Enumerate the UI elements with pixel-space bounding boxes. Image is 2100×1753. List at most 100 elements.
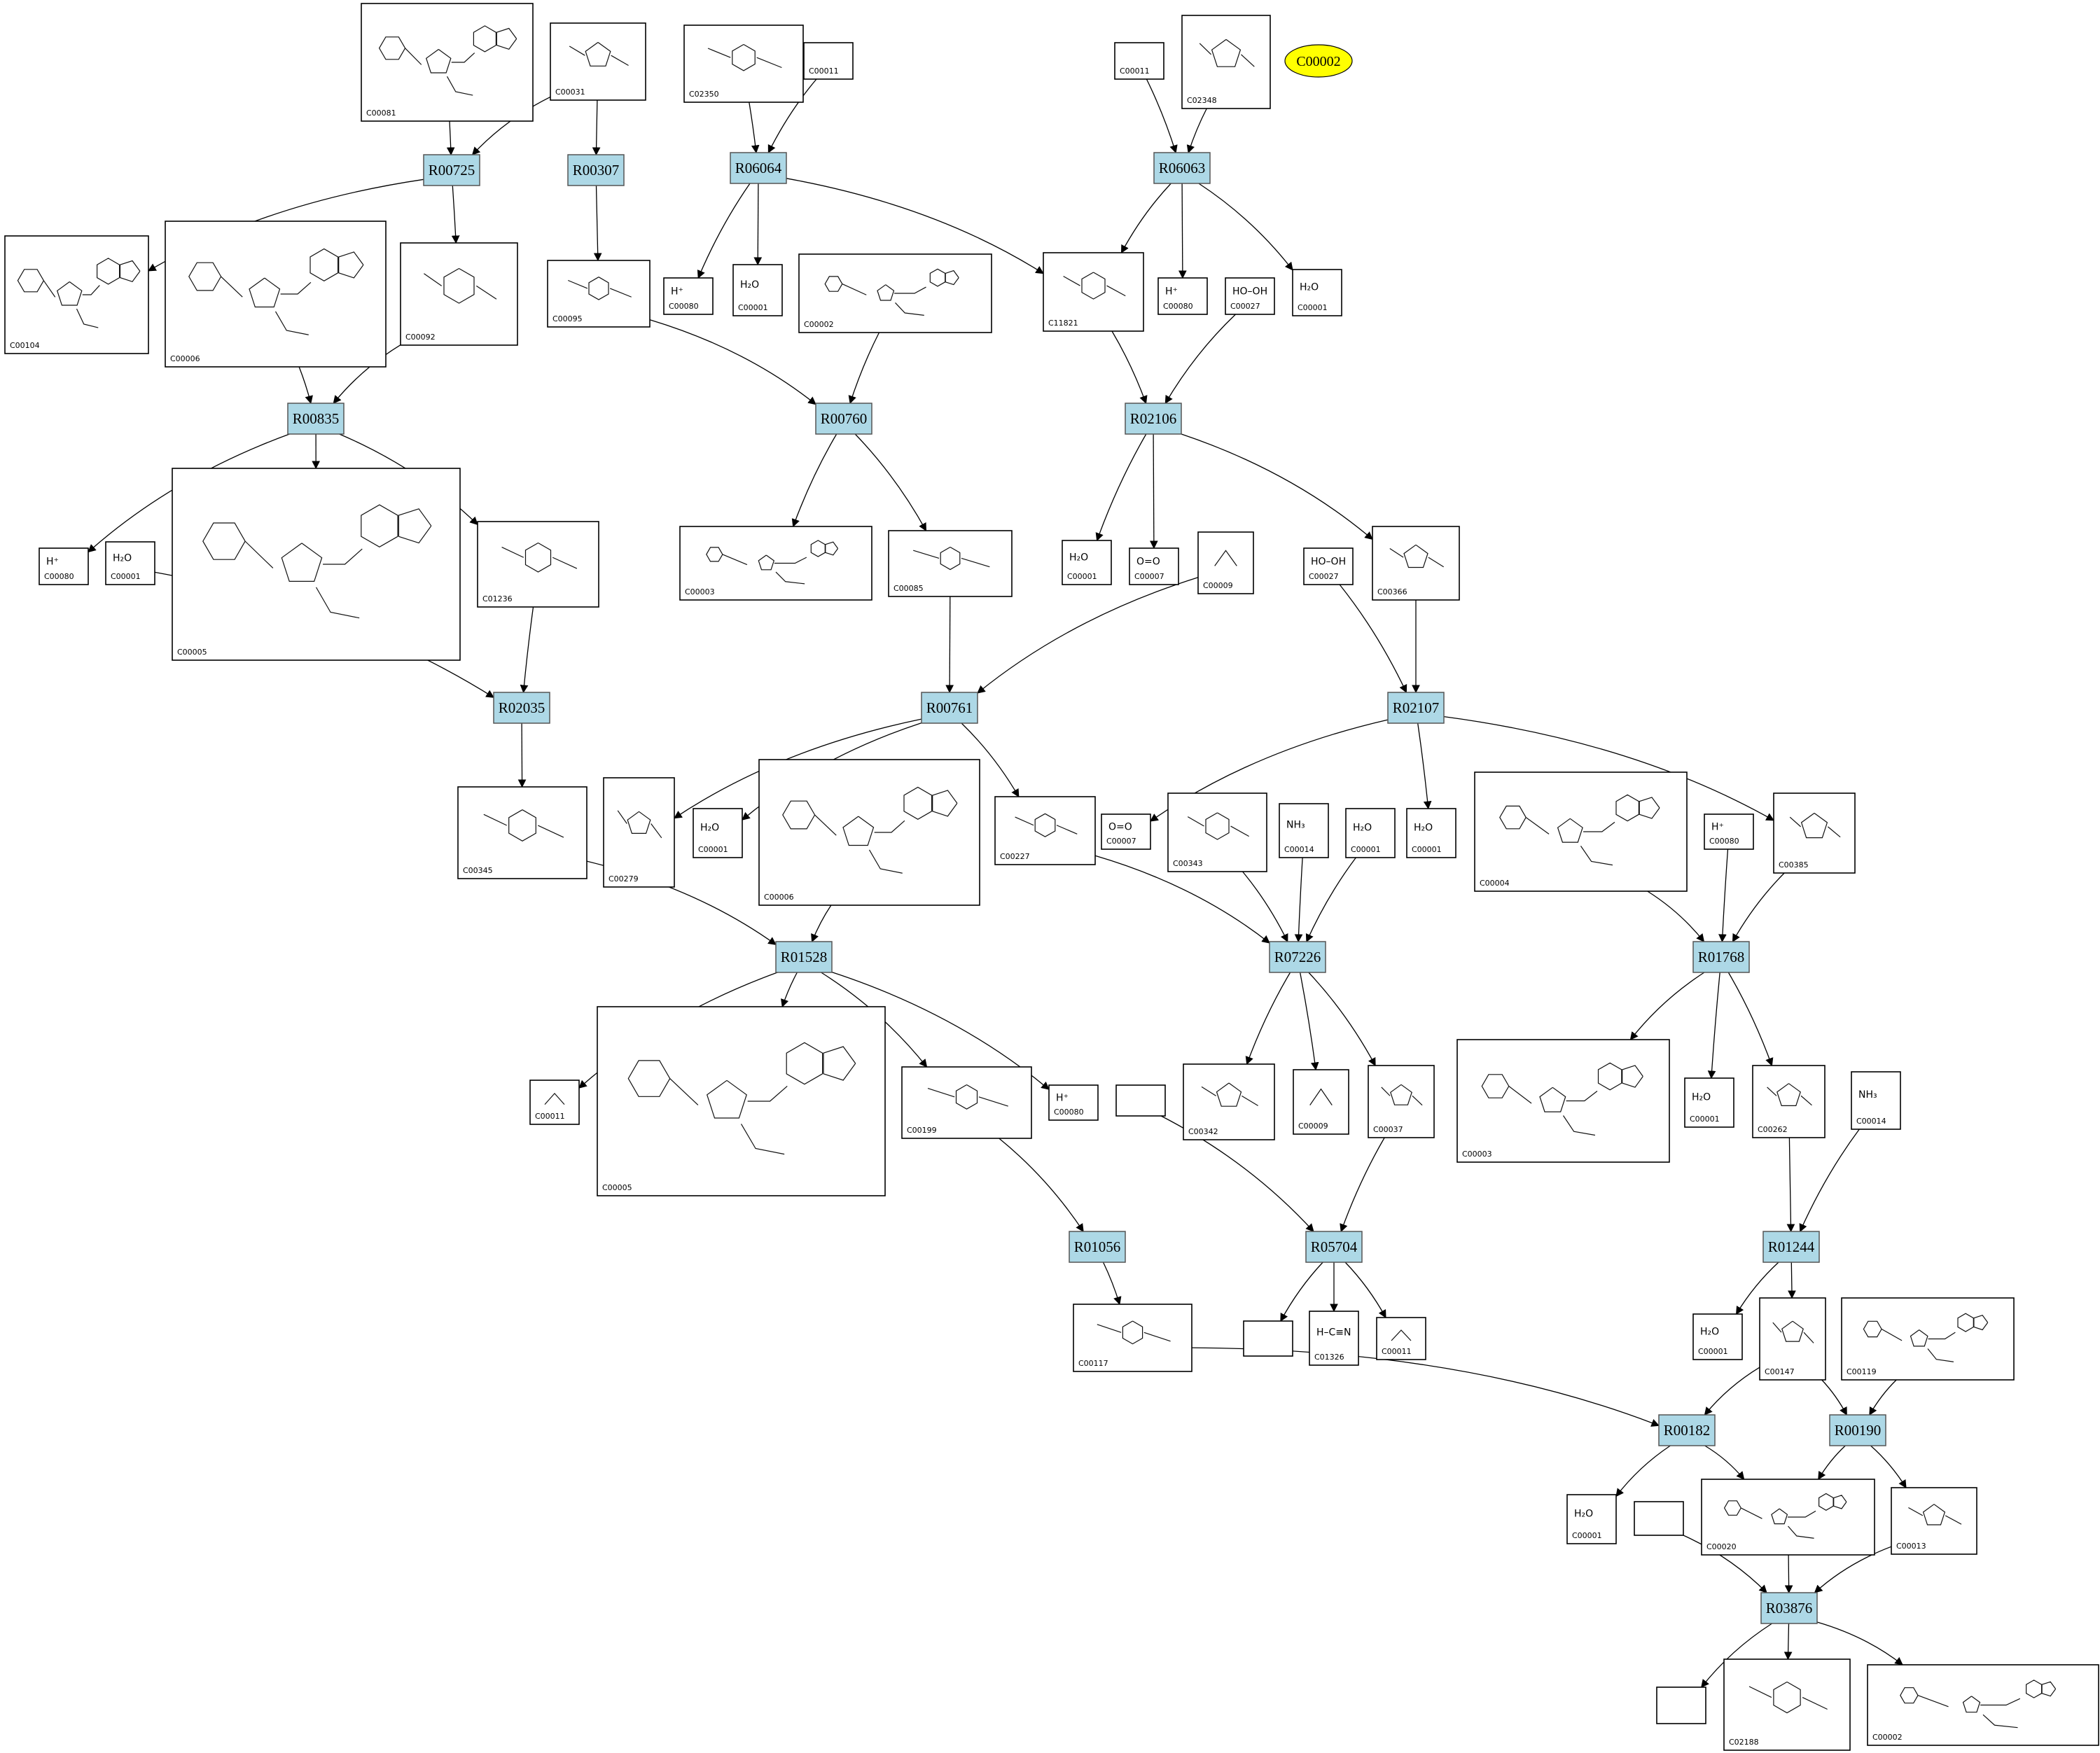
compound-node[interactable]: C00009 [1197,531,1254,594]
compound-node[interactable]: C00020 [1701,1479,1875,1556]
reaction-node[interactable]: R06064 [730,152,787,184]
compound-node[interactable]: C02188 [1723,1658,1851,1751]
compound-node[interactable]: C00031 [550,22,646,101]
compound-id: C00002 [804,320,834,329]
reaction-node[interactable]: R05704 [1305,1231,1363,1263]
compound-node[interactable]: C00117 [1073,1304,1192,1372]
compound-node[interactable]: C00037 [1368,1065,1435,1138]
compound-node[interactable]: H⁺C00080 [663,277,714,315]
compound-node[interactable]: C00366 [1372,526,1460,601]
edge-arrow [1181,433,1373,540]
compound-node[interactable]: C00002 [1867,1664,2099,1746]
compound-id: C00080 [44,572,74,581]
compound-node[interactable]: C01236 [477,521,599,608]
structure-sketch [424,267,497,304]
compound-formula: H–C≡N [1316,1327,1351,1339]
reaction-node[interactable]: R00835 [287,403,345,435]
compound-node[interactable]: C00011 [1114,42,1164,80]
compound-node[interactable]: C02348 [1181,15,1271,109]
highlight-compound[interactable]: C00002 [1284,44,1353,78]
compound-node[interactable]: C00147 [1759,1297,1826,1381]
compound-node[interactable] [1115,1084,1166,1117]
compound-node[interactable]: C00342 [1183,1063,1275,1140]
reaction-node[interactable]: R00725 [423,154,480,186]
reaction-node[interactable]: R06063 [1153,152,1211,184]
compound-node[interactable]: C00006 [758,759,980,906]
compound-node[interactable]: C00011 [529,1080,580,1125]
compound-node[interactable]: C00004 [1474,771,1688,892]
compound-node[interactable]: H⁺C00080 [39,547,89,585]
reaction-node[interactable]: R01528 [775,941,833,973]
compound-node[interactable]: C00085 [888,530,1013,597]
compound-node[interactable]: C00013 [1891,1487,1977,1555]
compound-node[interactable]: C00003 [1456,1039,1670,1163]
compound-node[interactable]: C00011 [1376,1317,1426,1360]
compound-node[interactable]: C00385 [1773,792,1856,874]
compound-node[interactable]: C00199 [901,1066,1032,1139]
compound-node[interactable]: C00227 [994,796,1096,865]
compound-node[interactable]: C00345 [457,786,587,879]
compound-node[interactable]: C00262 [1752,1065,1826,1138]
edge-arrow [1344,1262,1386,1319]
compound-node[interactable]: H⁺C00080 [1157,277,1208,315]
edge-arrow [1095,433,1147,542]
reaction-node[interactable]: R00182 [1658,1414,1716,1446]
compound-node[interactable]: C00002 [798,253,992,333]
compound-node[interactable]: H⁺C00080 [1704,813,1754,850]
reaction-node[interactable]: R00761 [921,692,978,724]
reaction-node[interactable]: R02107 [1387,692,1445,724]
reaction-node[interactable]: R02035 [493,692,550,724]
compound-node[interactable]: C00119 [1841,1297,2015,1381]
compound-node[interactable]: C00005 [597,1006,886,1196]
compound-node[interactable]: C02350 [683,25,804,103]
compound-node[interactable]: C00104 [4,235,149,354]
compound-node[interactable]: C00003 [679,526,872,601]
reaction-node[interactable]: R00190 [1829,1414,1886,1446]
compound-node[interactable]: C00095 [547,260,651,328]
compound-id: C00080 [669,302,699,311]
reaction-node[interactable]: R01768 [1692,941,1750,973]
compound-node[interactable]: C11821 [1043,252,1144,332]
compound-node[interactable]: C00005 [172,468,461,661]
reaction-node[interactable]: R03876 [1760,1592,1818,1624]
edge-arrow [1821,1379,1847,1416]
compound-node[interactable] [1243,1320,1293,1357]
reaction-node[interactable]: R01244 [1762,1231,1820,1263]
compound-node[interactable]: C00011 [803,42,854,80]
compound-node[interactable] [1656,1686,1706,1724]
reaction-node[interactable]: R02106 [1125,403,1182,435]
reaction-node[interactable]: R00760 [815,403,872,435]
reaction-node[interactable]: R07226 [1269,941,1326,973]
reaction-node[interactable]: R00307 [567,154,625,186]
edge-arrow [1305,857,1356,943]
compound-node[interactable]: C00006 [165,221,387,368]
reaction-node[interactable]: R01056 [1069,1231,1126,1263]
compound-node[interactable] [1634,1501,1684,1536]
compound-node[interactable]: C00279 [603,777,675,888]
compound-id: C00342 [1188,1127,1218,1136]
compound-node[interactable]: C00009 [1293,1069,1349,1135]
compound-node[interactable]: C00081 [361,3,534,122]
compound-node[interactable]: H⁺C00080 [1048,1084,1099,1121]
compound-node[interactable]: C00092 [400,242,518,346]
compound-node[interactable]: C00343 [1167,792,1267,872]
edge-arrow [298,366,313,405]
